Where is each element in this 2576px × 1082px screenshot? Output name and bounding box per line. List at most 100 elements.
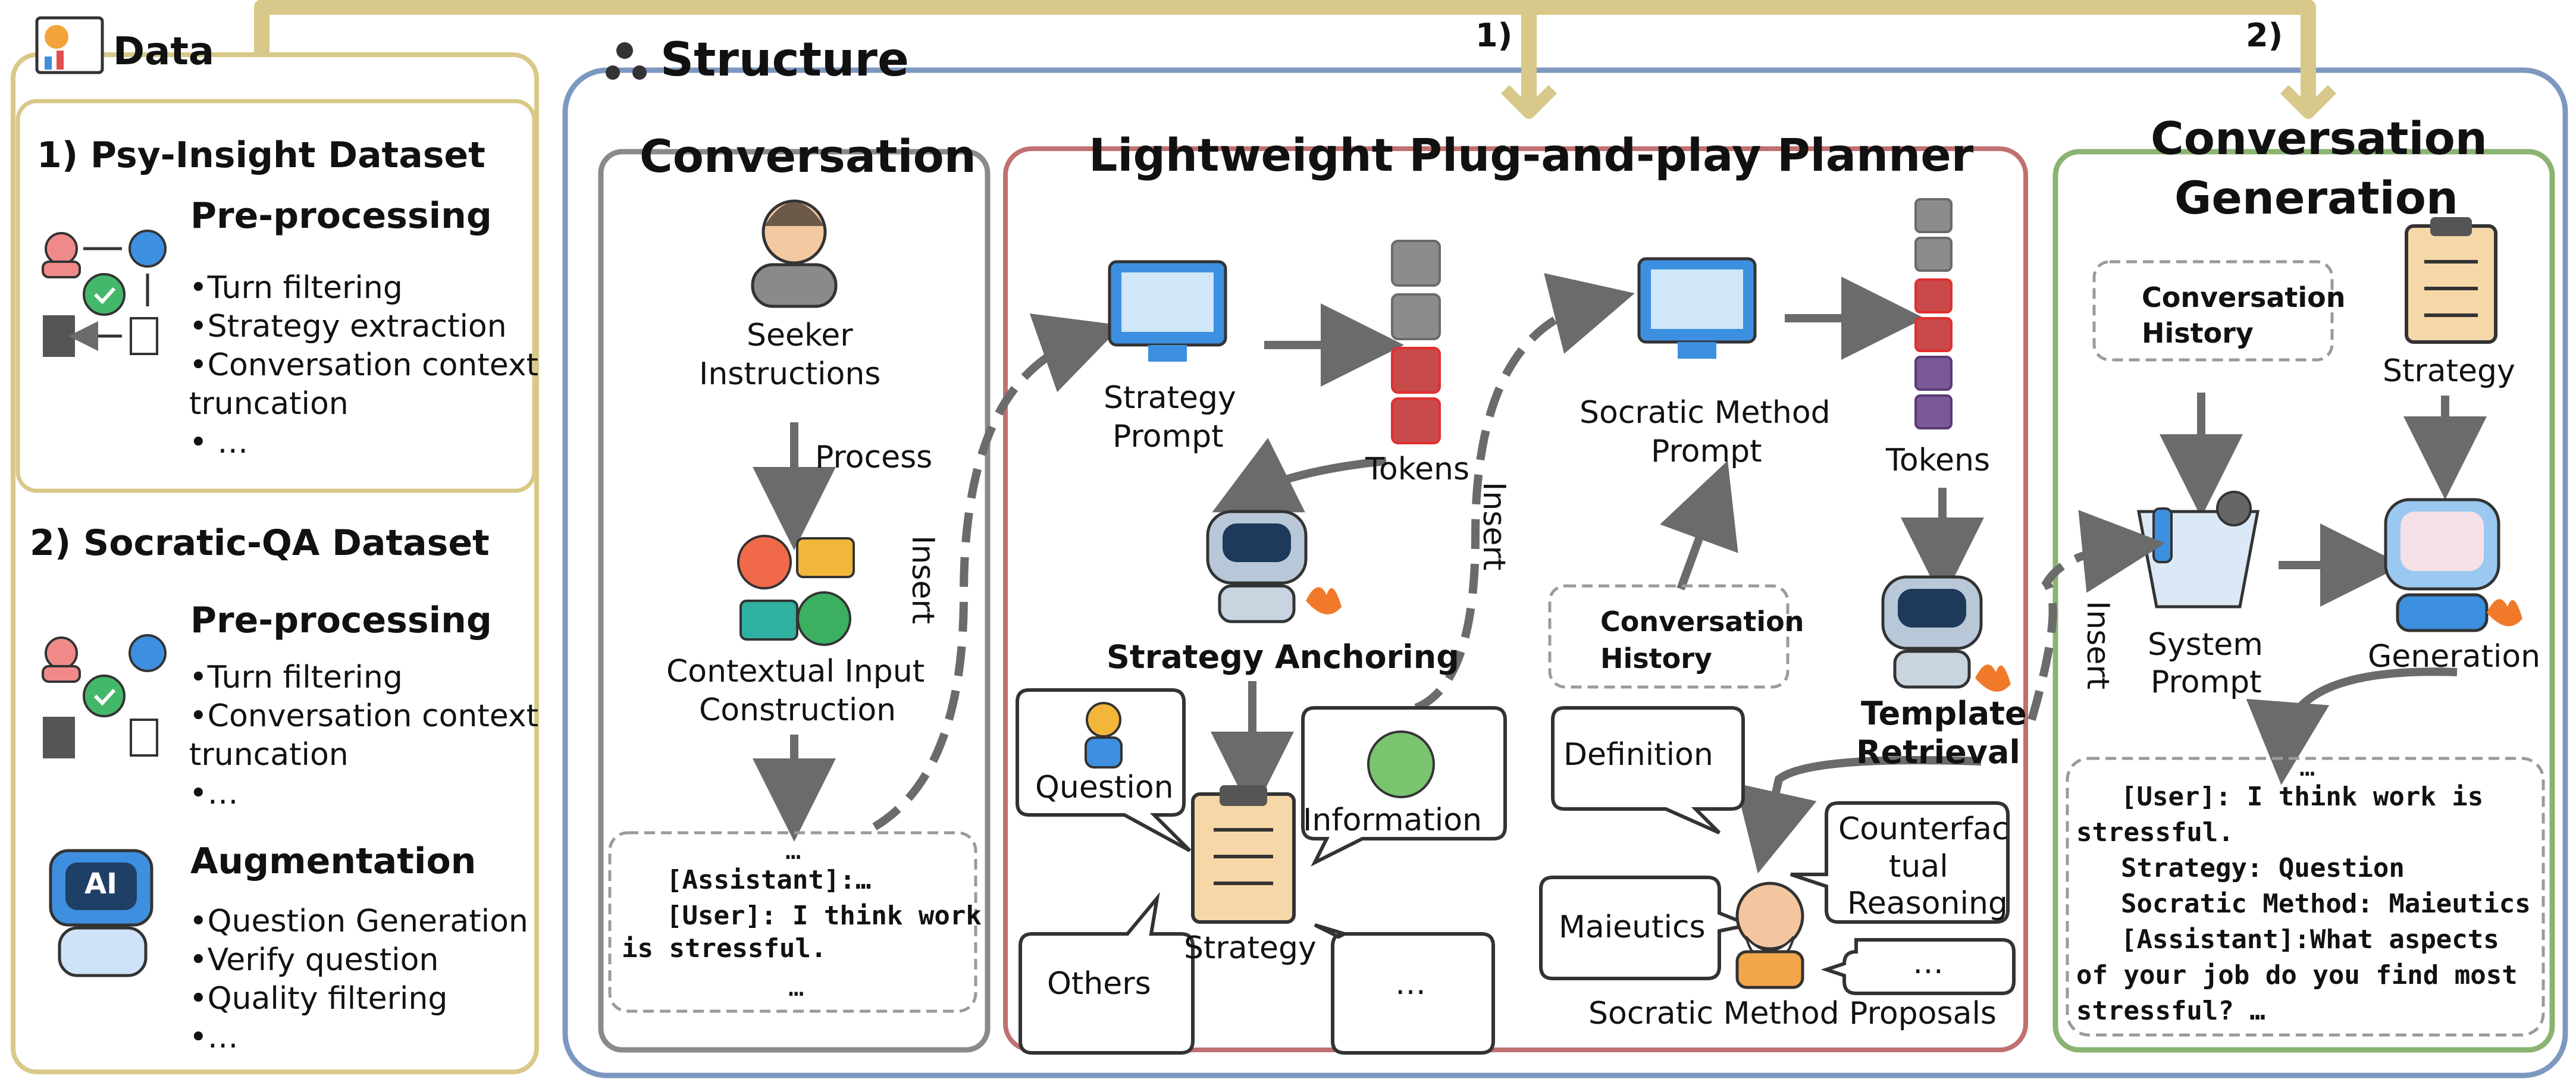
strategy-clipboard-icon-2: [2405, 217, 2497, 344]
insert-label-2: Insert: [1476, 482, 1512, 571]
seeker-label: Seeker: [747, 318, 853, 353]
aug-item: •…: [189, 1020, 239, 1055]
conversation-border: [598, 149, 991, 1053]
proposals-label: Socratic Method Proposals: [1588, 996, 1997, 1031]
yellow-connector: [254, 0, 2316, 107]
data-icon: [35, 16, 104, 74]
aug-item: •Verify question: [189, 942, 439, 978]
generation-title-1: Conversation: [2151, 112, 2487, 165]
strategy-prompt-label-2: Prompt: [1112, 419, 1224, 454]
insert-arrow-1: [872, 313, 1123, 830]
monitor-icon-2: [1637, 257, 1757, 359]
conv-box-assistant: [Assistant]:…: [666, 865, 872, 895]
gen-box-line: stressful? …: [2076, 996, 2265, 1026]
conv-box-user: [User]: I think work: [666, 901, 982, 931]
dataset2-pipeline-icon: [42, 634, 167, 758]
bubble-dots-2: [1820, 938, 2016, 995]
generation-robot-icon: [2384, 498, 2522, 632]
conv-history-box-1: [1548, 584, 1790, 689]
data-title: Data: [113, 30, 215, 74]
contextual-label: Contextual Input: [666, 654, 925, 689]
contextual-icon: [737, 535, 855, 646]
insert-arrow-3: [2027, 510, 2166, 721]
bubble-counterfactual: [1790, 801, 2010, 924]
counterfactual-label-3: Reasoning: [1847, 886, 2008, 921]
structure-title: Structure: [660, 33, 909, 87]
ds2-item: truncation: [189, 737, 349, 773]
conv-box-user-2: is stressful.: [622, 933, 827, 964]
ds2-item: •Turn filtering: [189, 660, 403, 695]
conv-box-top: …: [785, 835, 801, 865]
robot-icon-1: [1206, 510, 1342, 623]
bubble-dots-label: …: [1395, 966, 1426, 1002]
ds2-preprocessing: Pre-processing: [190, 600, 492, 641]
dataset1-border: [15, 99, 537, 493]
template-label: Template: [1861, 695, 2027, 732]
tokens-label-1: Tokens: [1365, 451, 1470, 487]
system-prompt-icon: [2136, 491, 2260, 609]
ai-robot-icon: [49, 849, 153, 977]
ds2-item: •…: [189, 776, 239, 811]
ds1-item: •Turn filtering: [189, 270, 403, 306]
bubble-question-label: Question: [1035, 770, 1174, 805]
gen-box-top: …: [2299, 752, 2315, 782]
structure-icon: [606, 42, 647, 80]
ds2-title: 2) Socratic-QA Dataset: [30, 522, 490, 564]
ds1-title: 1) Psy-Insight Dataset: [37, 134, 485, 176]
augmentation-title: Augmentation: [190, 840, 477, 882]
gen-box-line: [Assistant]:What aspects: [2121, 924, 2499, 955]
bubble-information-label: Information: [1303, 802, 1483, 838]
generation-box-border: [2066, 757, 2545, 1037]
ds1-item: •Conversation context: [189, 347, 538, 383]
strategy-prompt-label: Strategy: [1104, 380, 1236, 416]
conv-history-label-2: History: [1600, 642, 1712, 675]
ds2-item: •Conversation context: [189, 698, 538, 734]
robot-icon-2: [1881, 575, 2011, 692]
construction-label: Construction: [699, 692, 897, 728]
token-stack-2: [1914, 198, 1953, 429]
maieutics-label: Maieutics: [1559, 909, 1706, 945]
aug-item: •Quality filtering: [189, 981, 448, 1017]
bubble-dots-1: [1314, 923, 1495, 1055]
generation-title-2: Generation: [2174, 171, 2459, 224]
conv-history-label-1: Conversation: [1600, 606, 1804, 638]
tokens-label-2: Tokens: [1886, 443, 1991, 478]
gen-conv-history-1: Conversation: [2142, 281, 2346, 313]
aug-item: •Question Generation: [189, 904, 528, 939]
gen-box-line: stressful.: [2076, 817, 2234, 848]
gen-box-line: of your job do you find most: [2076, 960, 2518, 990]
instructions-label: Instructions: [699, 356, 881, 392]
ds1-preprocessing: Pre-processing: [190, 195, 492, 237]
counterfactual-label-2: tual: [1889, 849, 1948, 885]
conversation-title: Conversation: [640, 130, 976, 183]
gen-box-line: Strategy: Question: [2121, 853, 2405, 883]
strategy-anchoring-label: Strategy Anchoring: [1107, 638, 1459, 676]
monitor-icon-1: [1108, 260, 1227, 362]
insert-arrow-2: [1414, 273, 1635, 712]
strategy-label-1: Strategy: [1184, 930, 1317, 966]
method-dots-label: …: [1913, 945, 1944, 981]
gen-strategy-label: Strategy: [2383, 353, 2515, 389]
bubble-others-label: Others: [1047, 966, 1151, 1002]
structure-border: [562, 67, 2568, 1078]
ds1-item: • …: [189, 425, 249, 460]
arrow-label-2: 2): [2246, 17, 2283, 54]
definition-label: Definition: [1563, 737, 1713, 773]
gen-conv-history-2: History: [2142, 317, 2254, 349]
system-prompt-label-2: Prompt: [2151, 664, 2262, 700]
socratic-prompt-label-2: Prompt: [1651, 434, 1762, 469]
bubble-maieutics: [1539, 876, 1756, 980]
generation-label: Generation: [2368, 639, 2541, 675]
conversation-box-border: [608, 831, 977, 1013]
generation-border: [2052, 149, 2555, 1053]
counterfactual-label-1: Counterfac: [1838, 811, 2009, 847]
conv-history-box-2: [2092, 260, 2334, 362]
handshake-icon: [1367, 730, 1435, 798]
bubble-others: [1019, 892, 1195, 1055]
dataset1-pipeline-icon: [42, 230, 167, 357]
ds1-item: truncation: [189, 386, 349, 422]
insert-label-1: Insert: [905, 535, 941, 625]
planner-border: [1003, 146, 2028, 1052]
conv-box-bottom: …: [788, 972, 804, 1002]
ds1-item: •Strategy extraction: [189, 309, 507, 344]
